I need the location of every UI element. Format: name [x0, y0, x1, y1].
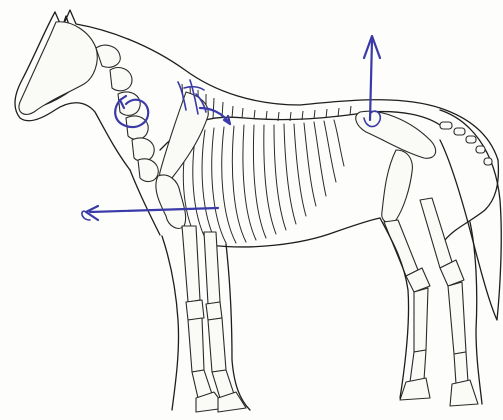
chest-arrow-tail-curl [82, 211, 90, 220]
rib-cage [183, 120, 344, 243]
tibia [384, 220, 418, 276]
far-tibia [420, 198, 452, 268]
hind-pastern [410, 350, 426, 382]
radius [182, 226, 200, 302]
forelimb [156, 92, 250, 412]
far-radius [204, 232, 220, 304]
femur [382, 150, 413, 223]
far-hind-hoof [450, 380, 478, 406]
carpus [186, 300, 204, 320]
skull [19, 22, 97, 115]
cannon-bone [188, 318, 204, 372]
far-cannon-bone [208, 318, 226, 372]
chest-forward-arrow [90, 208, 218, 212]
hind-hoof [400, 378, 430, 400]
hind-cannon-bone [414, 288, 428, 352]
far-hind-cannon-bone [448, 282, 466, 354]
far-hind-pastern [454, 352, 468, 384]
croup-up-arrow [370, 40, 372, 120]
spine [160, 84, 492, 165]
far-carpus [206, 302, 222, 320]
skull-and-neck-bones [19, 22, 158, 182]
hindlimb [356, 111, 482, 406]
humerus [156, 175, 186, 228]
